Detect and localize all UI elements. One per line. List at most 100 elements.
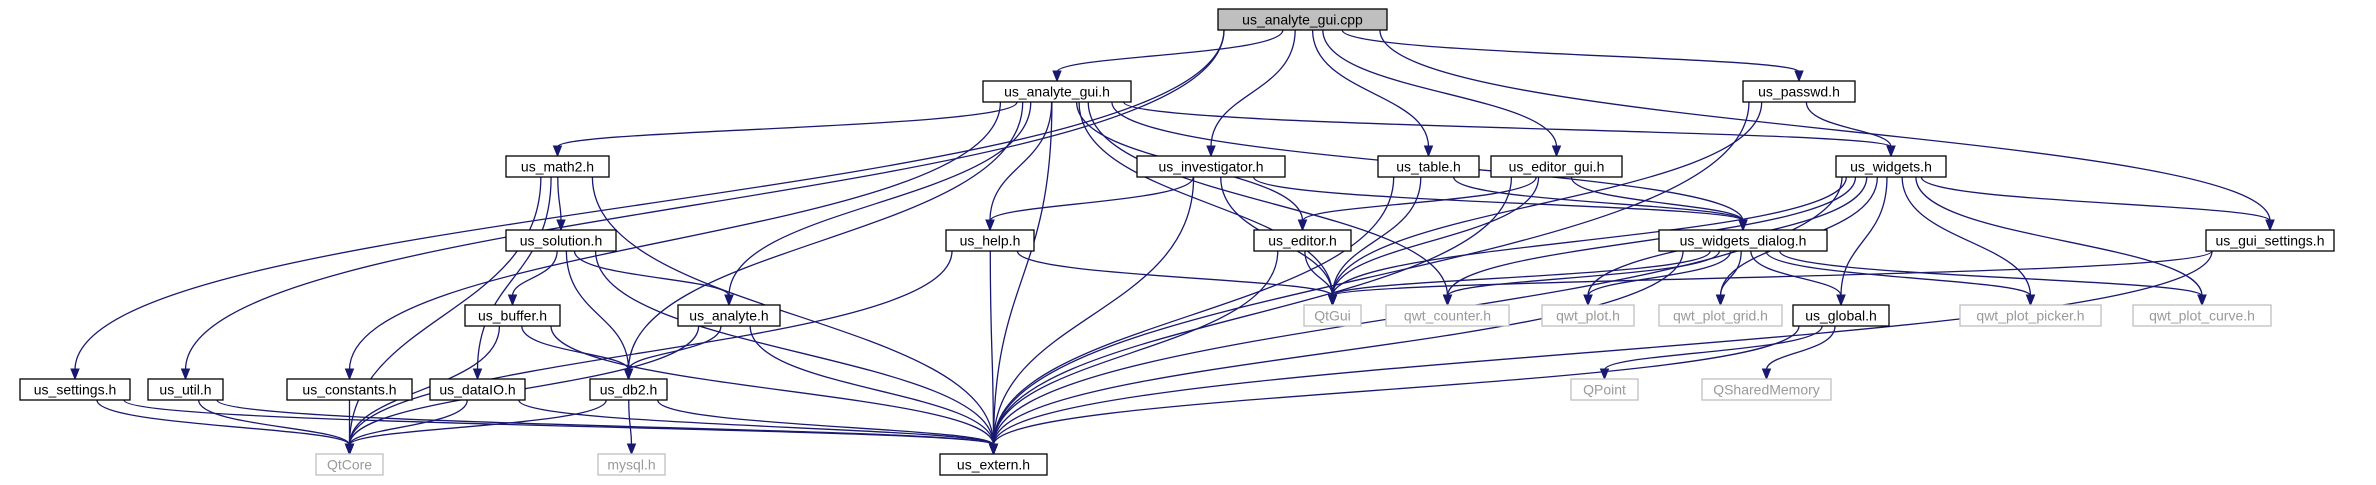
node-label: us_db2.h [600, 382, 658, 398]
node-root[interactable]: us_analyte_gui.cpp [1217, 8, 1388, 31]
node-us-editor-h[interactable]: us_editor.h [1253, 229, 1352, 252]
edge-us_table_h-to-us_widgets_dialog_h [1453, 176, 1744, 222]
edge-us_analyte_gui_h-to-us_db2_h [627, 101, 1024, 371]
edge-us_widgets_h-to-qwt_plot_picker_h [1901, 176, 2032, 297]
edge-us_solution_h-to-us_extern_h [594, 250, 995, 446]
node-QtGui: QtGui [1303, 304, 1362, 327]
node-box [2132, 304, 2272, 327]
arrowhead-us_widgets_dialog_h-to-qwt_plot_picker_h [2025, 294, 2036, 307]
edge-us_buffer_h-to-QtCore [348, 325, 501, 446]
edge-us_solution_h-to-us_db2_h [565, 250, 630, 371]
edge-us_analyte_gui_h-to-us_extern_h [992, 101, 1053, 446]
node-us-investigator-h[interactable]: us_investigator.h [1136, 155, 1286, 178]
node-box [982, 80, 1132, 103]
node-us-analyte-gui-h[interactable]: us_analyte_gui.h [982, 80, 1132, 103]
node-label: us_analyte_gui.cpp [1242, 12, 1363, 28]
node-box [1385, 304, 1510, 327]
edge-us_util_h-to-QtCore [197, 399, 351, 446]
node-us-constants-h[interactable]: us_constants.h [286, 378, 413, 401]
edge-us_editor_gui_h-to-us_widgets_dialog_h [1570, 176, 1744, 222]
node-qwt-plot-curve-h: qwt_plot_curve.h [2132, 304, 2272, 327]
edge-us_db2_h-to-mysql_h [628, 399, 633, 446]
node-us-util-h[interactable]: us_util.h [147, 378, 224, 401]
node-qwt-plot-grid-h: qwt_plot_grid.h [1658, 304, 1783, 327]
node-us-dataIO-h[interactable]: us_dataIO.h [429, 378, 526, 401]
edge-root-to-us_util_h [184, 29, 1225, 371]
arrowhead-us_widgets_dialog_h-to-qwt_plot_curve_h [2197, 294, 2207, 307]
node-label: QSharedMemory [1713, 382, 1820, 398]
arrowhead-us_math2_h-to-us_dataIO_h [472, 368, 483, 381]
node-us-editor-gui-h[interactable]: us_editor_gui.h [1490, 155, 1623, 178]
node-us-db2-h[interactable]: us_db2.h [589, 378, 668, 401]
edge-us_editor_gui_h-to-QtGui [1331, 176, 1540, 297]
edge-us_analyte_gui_h-to-QtGui [1078, 101, 1334, 297]
node-label: qwt_plot_grid.h [1673, 308, 1768, 324]
arrowhead-us_db2_h-to-us_extern_h [988, 443, 999, 456]
edge-us_db2_h-to-us_extern_h [657, 399, 995, 446]
node-label: qwt_counter.h [1404, 308, 1491, 324]
edge-us_solution_h-to-us_analyte_h [573, 250, 730, 297]
node-label: us_math2.h [521, 159, 594, 175]
edge-us_buffer_h-to-us_extern_h [550, 325, 995, 446]
edge-us_analyte_gui_h-to-us_analyte_h [728, 101, 1032, 297]
node-box [1303, 304, 1362, 327]
node-box [597, 453, 666, 476]
edge-us_passwd_h-to-us_extern_h [992, 101, 1750, 446]
arrowhead-root-to-us_analyte_gui_h [1052, 70, 1062, 83]
arrowhead-us_analyte_gui_h-to-us_constants_h [344, 368, 355, 381]
edge-us_solution_h-to-us_buffer_h [511, 250, 558, 297]
node-box [1701, 378, 1832, 401]
arrowhead-root-to-us_table_h [1423, 145, 1434, 158]
arrowhead-us_solution_h-to-us_analyte_h [724, 294, 734, 307]
edge-us_global_h-to-us_extern_h [992, 325, 1800, 446]
node-us-settings-h[interactable]: us_settings.h [19, 378, 131, 401]
node-qwt-plot-picker-h: qwt_plot_picker.h [1959, 304, 2102, 327]
node-us-help-h[interactable]: us_help.h [945, 229, 1035, 252]
node-box [677, 304, 781, 327]
node-box [1658, 229, 1828, 252]
node-label: QPoint [1583, 382, 1626, 398]
node-us-gui-settings-h[interactable]: us_gui_settings.h [2205, 229, 2335, 252]
edge-us_db2_h-to-QtCore [348, 399, 607, 446]
node-label: qwt_plot_picker.h [1976, 308, 2084, 324]
edge-us_help_h-to-us_extern_h [989, 250, 995, 446]
node-us-analyte-h[interactable]: us_analyte.h [677, 304, 781, 327]
edge-us_global_h-to-QPoint [1603, 325, 1823, 371]
node-label: us_investigator.h [1158, 159, 1263, 175]
arrowhead-us_editor_gui_h-to-us_editor_h [1297, 219, 1308, 232]
arrowhead-us_global_h-to-QSharedMemory [1761, 368, 1772, 381]
edge-us_widgets_dialog_h-to-qwt_plot_h [1587, 250, 1732, 297]
node-us-math2-h[interactable]: us_math2.h [505, 155, 610, 178]
node-us-widgets-dialog-h[interactable]: us_widgets_dialog.h [1658, 229, 1828, 252]
node-us-solution-h[interactable]: us_solution.h [505, 229, 617, 252]
node-us-passwd-h[interactable]: us_passwd.h [1742, 80, 1856, 103]
node-box [464, 304, 561, 327]
node-mysql-h: mysql.h [597, 453, 666, 476]
node-label: us_widgets_dialog.h [1680, 233, 1807, 249]
node-box [1658, 304, 1783, 327]
node-label: qwt_plot_curve.h [2149, 308, 2255, 324]
node-box [939, 453, 1048, 476]
edge-us_widgets_dialog_h-to-QtGui [1331, 250, 1711, 297]
node-label: mysql.h [607, 457, 655, 473]
edge-us_widgets_h-to-QtGui [1331, 176, 1847, 297]
edge-us_math2_h-to-us_solution_h [557, 176, 562, 222]
edge-us_analyte_h-to-us_extern_h [749, 325, 995, 446]
node-us-buffer-h[interactable]: us_buffer.h [464, 304, 561, 327]
arrowhead-us_widgets_dialog_h-to-qwt_plot_h [1583, 294, 1593, 307]
node-label: us_widgets.h [1850, 159, 1932, 175]
node-box [315, 453, 384, 476]
node-box [1253, 229, 1352, 252]
arrowhead-us_passwd_h-to-us_widgets_h [1886, 145, 1896, 158]
edge-us_widgets_dialog_h-to-qwt_plot_picker_h [1765, 250, 2032, 297]
edge-root-to-us_passwd_h [1341, 29, 1800, 73]
node-box [2205, 229, 2335, 252]
edge-us_editor_h-to-QtGui [1304, 250, 1334, 297]
edge-us_passwd_h-to-us_widgets_h [1805, 101, 1892, 148]
node-QSharedMemory: QSharedMemory [1701, 378, 1832, 401]
node-us-table-h[interactable]: us_table.h [1377, 155, 1480, 178]
node-us-extern-h[interactable]: us_extern.h [939, 453, 1048, 476]
node-us-widgets-h[interactable]: us_widgets.h [1835, 155, 1947, 178]
node-us-global-h[interactable]: us_global.h [1792, 304, 1890, 327]
